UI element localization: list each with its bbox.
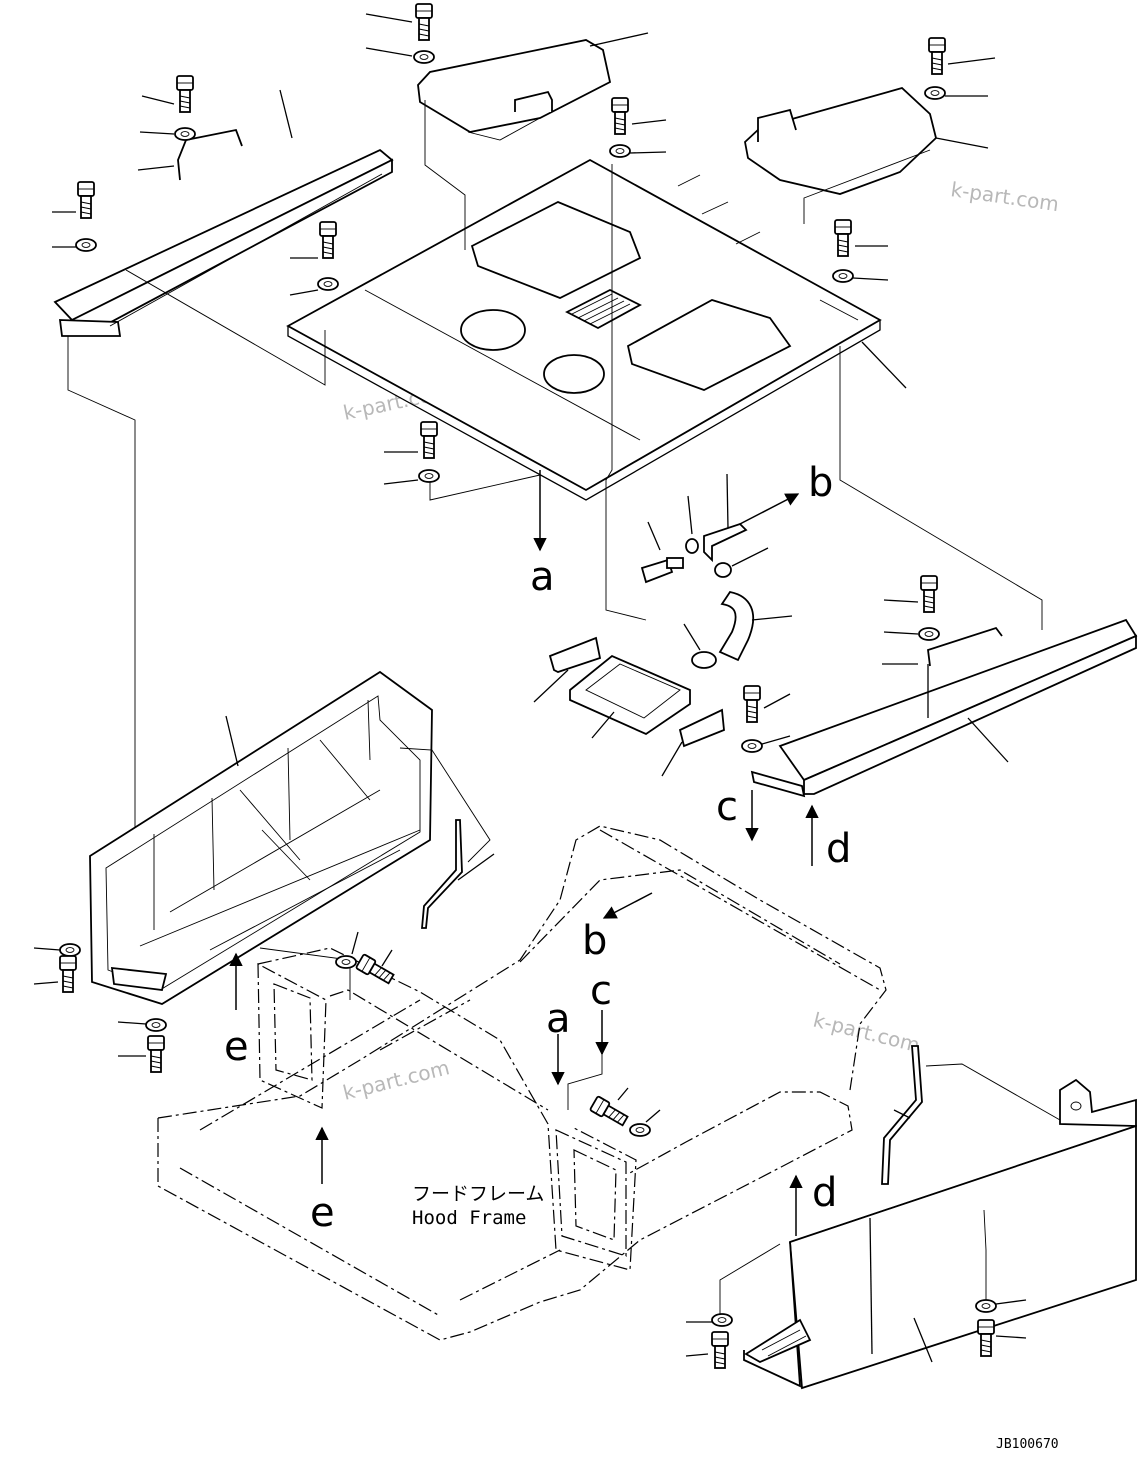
bent-rod-right xyxy=(881,1045,923,1185)
bolt-icon xyxy=(928,37,946,75)
washer-icon xyxy=(975,1299,997,1313)
reference-letter-e: e xyxy=(224,1024,249,1070)
main-top-plate xyxy=(286,158,907,501)
washer-icon xyxy=(629,1123,651,1137)
top-cover-plate xyxy=(417,32,649,141)
bolt-icon xyxy=(147,1035,165,1073)
washer-icon xyxy=(317,277,339,291)
reference-letter-c: c xyxy=(716,784,738,830)
washer-icon xyxy=(59,943,81,957)
bolt-icon xyxy=(834,219,852,257)
washer-icon xyxy=(832,269,854,283)
hood-frame-label-english: Hood Frame xyxy=(412,1207,526,1229)
bolt-icon xyxy=(319,221,337,259)
right-side-panel xyxy=(750,618,1138,798)
washer-icon xyxy=(75,238,97,252)
hose-assembly xyxy=(640,473,793,669)
bolt-icon xyxy=(588,1095,630,1129)
reference-letter-a: a xyxy=(546,996,571,1042)
washer-icon xyxy=(145,1018,167,1032)
drawing-code: JB100670 xyxy=(996,1437,1059,1452)
bolt-icon xyxy=(415,3,433,41)
reference-letter-b: b xyxy=(582,918,607,964)
washer-icon xyxy=(711,1313,733,1327)
reference-letter-b: b xyxy=(808,460,833,506)
bolt-icon xyxy=(59,955,77,993)
bolt-icon xyxy=(77,181,95,219)
reference-letter-d: d xyxy=(812,1170,837,1216)
watermark: k-part.com xyxy=(949,177,1060,216)
bolt-icon xyxy=(420,421,438,459)
tray-with-brackets xyxy=(533,636,725,777)
hood-frame-label-japanese: フードフレーム xyxy=(412,1183,544,1205)
reference-letter-d: d xyxy=(826,826,851,872)
washer-icon xyxy=(609,144,631,158)
reference-letter-e: e xyxy=(310,1190,335,1236)
leader-lines-top xyxy=(67,100,1043,830)
bolt-icon xyxy=(977,1319,995,1357)
washer-icon xyxy=(741,739,763,753)
bolt-icon xyxy=(176,75,194,113)
washer-icon xyxy=(413,50,435,64)
bolt-icon xyxy=(920,575,938,613)
washer-icon xyxy=(335,955,357,969)
left-side-panel xyxy=(89,670,433,1005)
bolt-icon xyxy=(611,97,629,135)
bolt-icon xyxy=(354,953,396,987)
bottom-right-side-panel xyxy=(743,1078,1137,1390)
top-right-cover-plate xyxy=(744,86,989,195)
washer-icon xyxy=(918,627,940,641)
washer-icon xyxy=(418,469,440,483)
bolt-icon xyxy=(743,685,761,723)
washer-icon xyxy=(174,127,196,141)
bent-rod-left xyxy=(421,819,463,929)
reference-letter-a: a xyxy=(530,554,555,600)
reference-letter-c: c xyxy=(590,968,612,1014)
bolt-icon xyxy=(711,1331,729,1369)
washer-icon xyxy=(924,86,946,100)
watermark: k-part.com xyxy=(340,1055,451,1105)
hood-frame xyxy=(157,825,887,1341)
